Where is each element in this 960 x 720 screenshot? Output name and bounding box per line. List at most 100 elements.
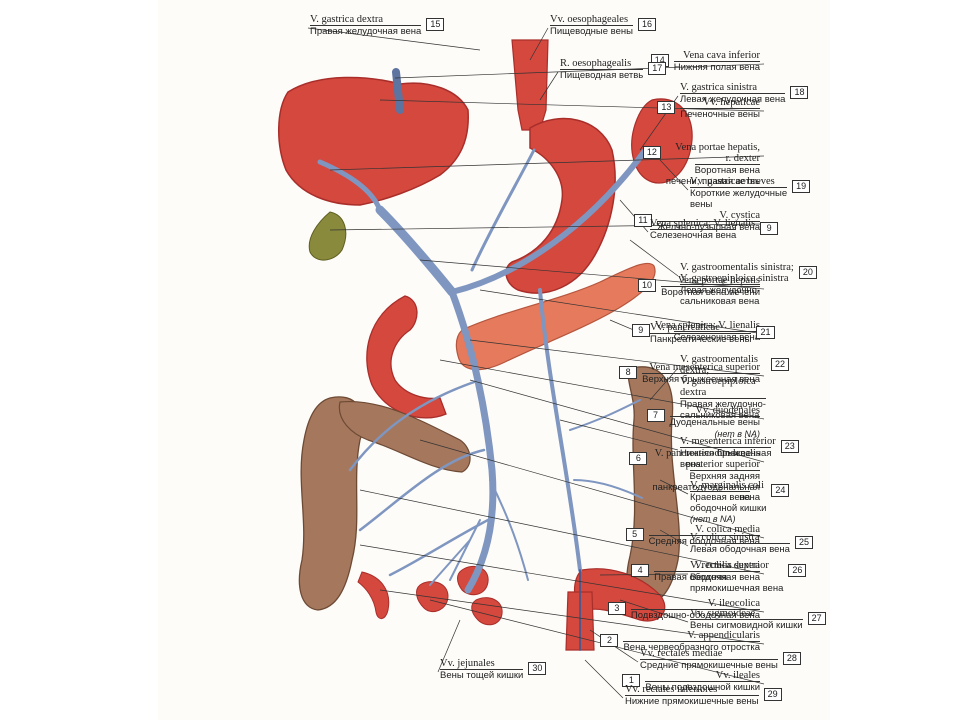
latin-term: dextra; — [680, 365, 710, 376]
russian-term: Желчно-пузырная вена — [656, 221, 760, 233]
russian-term: Вены сигмовидной кишки — [690, 619, 803, 631]
latin-term: Vv. sigmoideae — [690, 608, 756, 619]
latin-term: V. marginalis coli — [690, 480, 764, 491]
russian-term: Короткие желудочные — [690, 187, 788, 199]
leader-line-27 — [619, 599, 689, 623]
label-number: 23 — [780, 440, 799, 453]
leader-line-9 — [479, 289, 765, 335]
label-number: 12 — [642, 146, 661, 159]
leader-line-4 — [359, 489, 765, 575]
jejunal-ileal-branches — [429, 479, 529, 586]
russian-term: Нижняя полая вена — [673, 61, 760, 73]
latin-term: Vv. jejunales — [440, 658, 495, 669]
label-number: 17 — [648, 62, 667, 75]
russian-term: вена — [680, 458, 701, 470]
russian-term: Правая желудочно- — [680, 398, 766, 410]
leader-line-11 — [329, 223, 765, 231]
label-note: (нет в NA) — [714, 428, 760, 439]
russian-term: Левая желудочная вена — [680, 93, 786, 105]
label-number: 9 — [760, 222, 779, 235]
spleen — [631, 98, 693, 184]
russian-term: Селезеночная вена — [650, 229, 737, 241]
label-number: 18 — [790, 86, 809, 99]
latin-term: V. colica dextra — [694, 560, 760, 571]
leader-line-19 — [659, 159, 689, 191]
russian-term: Вены тощей кишки — [440, 669, 524, 681]
label-number: 11 — [633, 214, 652, 227]
leader-line-25 — [659, 529, 689, 547]
latin-term: r. dexter — [725, 153, 760, 164]
russian-term: сальниковая вена — [680, 409, 760, 421]
label-note: (нет в NA) — [690, 514, 736, 524]
latin-term: Vena mesenterica superior — [649, 362, 760, 373]
russian-term: вены — [690, 198, 713, 210]
left-colic-branches — [569, 399, 643, 499]
label-number: 3 — [607, 602, 626, 615]
russian-term: Краевая вена — [690, 491, 751, 503]
label-number: 25 — [794, 536, 813, 549]
latin-term: V. pancreaticoduodenalis — [654, 448, 760, 459]
organs-group — [278, 39, 693, 651]
russian-term: Пищеводная ветвь — [560, 69, 644, 81]
latin-term: V. gastrica sinistra — [680, 82, 758, 93]
label-number: 29 — [763, 688, 782, 701]
label-number: 6 — [629, 452, 648, 465]
russian-term: Нижняя брыжеечная — [680, 447, 772, 459]
russian-term: Правая желудочная вена — [310, 25, 422, 37]
leader-line-20 — [629, 239, 679, 277]
leader-line-7 — [439, 359, 765, 420]
latin-term: Vv. duodenales — [695, 405, 760, 416]
latin-term: Vv. pancreaticae — [650, 322, 720, 333]
latin-term: V. colica sinistra — [690, 532, 760, 543]
label-number: 30 — [528, 662, 547, 675]
leader-lines-group — [307, 27, 765, 699]
label-number: 22 — [770, 358, 789, 371]
latin-term: posterior superior — [685, 459, 760, 470]
ascending-colon — [298, 396, 364, 611]
portal-vein-trunk — [375, 205, 457, 297]
label-number: 4 — [631, 564, 650, 577]
russian-term: Панкреатические вены — [650, 333, 752, 345]
label-number: 10 — [638, 279, 657, 292]
leader-line-6 — [469, 379, 765, 463]
label-number: 7 — [646, 409, 665, 422]
latin-term: Vena portae hepatis — [677, 275, 760, 286]
russian-term: сальниковая вена — [680, 295, 760, 307]
russian-term: печени, правая ветвь — [665, 175, 760, 187]
latin-term: Vv. ileales — [715, 670, 760, 681]
leader-line-17 — [539, 71, 559, 101]
label-number: 26 — [788, 564, 807, 577]
latin-term: Vena portae hepatis, — [675, 142, 760, 153]
leader-line-15 — [307, 27, 481, 51]
russian-term: панкреатодуоденальная — [652, 481, 760, 493]
label-text: V. gastroomentalis sinistra;V. gastroepi… — [680, 262, 794, 307]
pancreas — [455, 262, 656, 371]
label-number: 27 — [807, 612, 826, 625]
latin-term: Vena cava inferior — [683, 50, 760, 61]
latin-term: V. cystica — [719, 210, 760, 221]
